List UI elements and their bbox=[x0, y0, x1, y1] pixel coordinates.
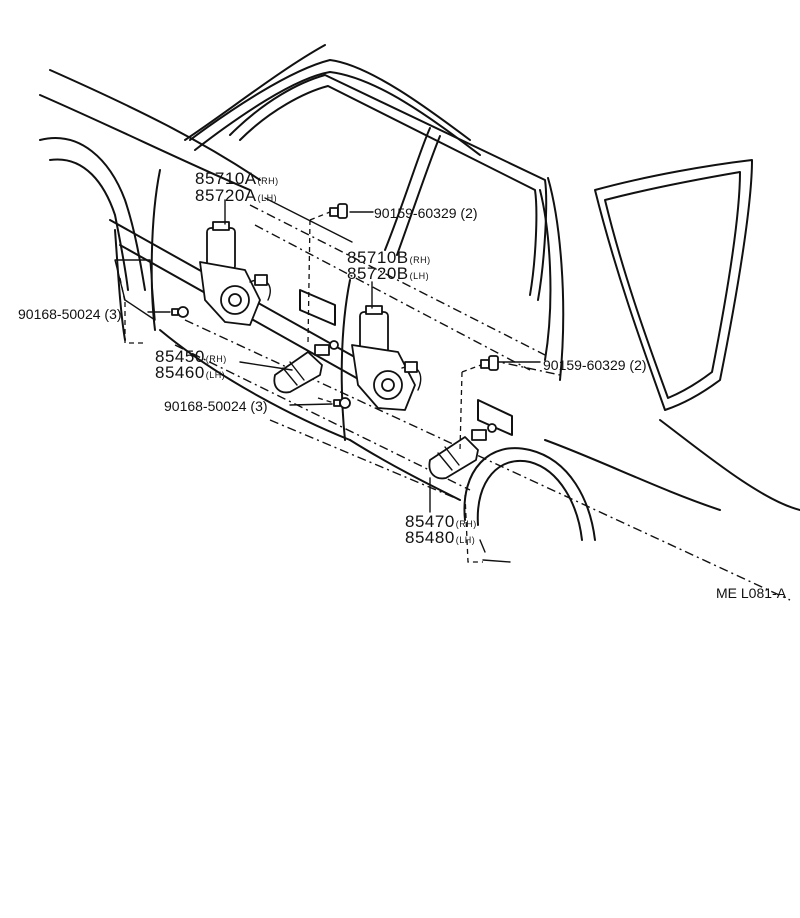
screw-upper-icon bbox=[329, 203, 348, 219]
rear-door-lock-actuator bbox=[428, 423, 497, 480]
label-actuator-rear-rh: 85470(RH) bbox=[405, 512, 477, 531]
front-door-lock-actuator bbox=[273, 340, 339, 394]
label-actuator-front-rh: 85450(RH) bbox=[155, 347, 227, 366]
label-screw-upper: 90159-60329 (2) bbox=[374, 205, 478, 221]
rear-door-regulator-motor bbox=[351, 305, 422, 411]
car-body-outline bbox=[39, 44, 800, 601]
label-actuator-front-lh: 85460(LH) bbox=[155, 363, 226, 382]
bolt-left-icon bbox=[171, 306, 189, 318]
label-motor-front-lh: 85720A(LH) bbox=[195, 186, 278, 205]
label-actuator-rear-lh: 85480(LH) bbox=[405, 528, 476, 547]
diagram-code: ME L081-A bbox=[716, 585, 787, 601]
label-motor-rear-lh: 85720B(LH) bbox=[347, 264, 430, 283]
bolt-center-icon bbox=[333, 397, 351, 409]
label-motor-rear-rh: 85710B(RH) bbox=[347, 248, 431, 267]
label-screw-right: 90159-60329 (2) bbox=[543, 357, 647, 373]
front-door-regulator-motor bbox=[199, 221, 271, 326]
label-motor-front-rh: 85710A(RH) bbox=[195, 169, 279, 188]
leader-lines bbox=[119, 197, 541, 563]
screw-right-icon bbox=[480, 355, 499, 371]
label-bolt-center: 90168-50024 (3) bbox=[164, 398, 268, 414]
label-bolt-left: 90168-50024 (3) bbox=[18, 306, 122, 322]
